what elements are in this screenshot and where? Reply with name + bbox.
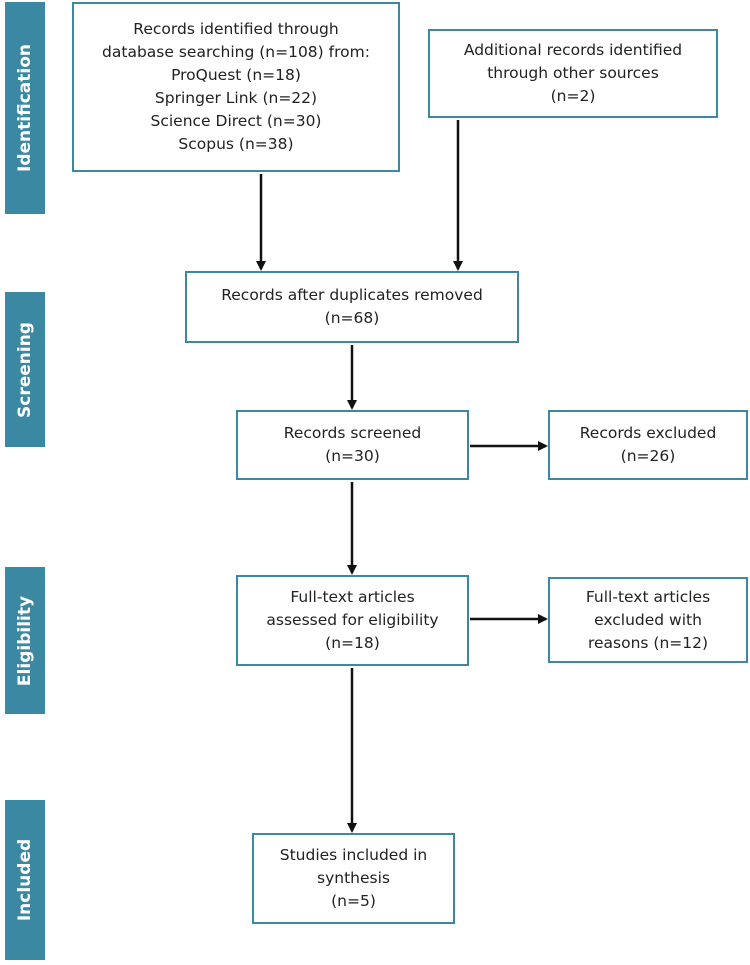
box-fulltext-excluded: Full-text articles excluded with reasons…: [548, 577, 748, 663]
box-line: Scopus (n=38): [178, 135, 294, 153]
box-studies-included: Studies included in synthesis (n=5): [252, 833, 455, 924]
box-duplicates-removed: Records after duplicates removed (n=68): [185, 271, 519, 343]
box-line: (n=68): [324, 309, 380, 327]
box-line: through other sources: [487, 64, 659, 82]
box-line: Science Direct (n=30): [150, 112, 322, 130]
box-line: Additional records identified: [463, 41, 683, 59]
box-additional-records: Additional records identified through ot…: [428, 29, 718, 118]
box-records-screened: Records screened (n=30): [236, 410, 469, 480]
phase-identification: Identification: [5, 2, 45, 214]
box-line: (n=30): [325, 447, 380, 465]
box-line: database searching (n=108) from:: [102, 43, 370, 61]
box-fulltext-assessed: Full-text articles assessed for eligibil…: [236, 575, 469, 666]
box-line: ProQuest (n=18): [171, 66, 301, 84]
box-line: reasons (n=12): [587, 633, 709, 652]
box-line: Full-text articles: [585, 587, 711, 606]
phase-eligibility: Eligibility: [5, 567, 45, 714]
box-line: Studies included in: [279, 846, 428, 864]
box-records-excluded: Records excluded (n=26): [548, 410, 748, 480]
box-line: synthesis: [317, 869, 390, 887]
box-line: Records after duplicates removed: [221, 286, 483, 304]
box-line: assessed for eligibility: [266, 611, 439, 629]
box-line: Records excluded: [579, 424, 717, 442]
box-line: Full-text articles: [290, 588, 415, 606]
box-line: (n=5): [331, 892, 376, 910]
box-line: Springer Link (n=22): [154, 89, 318, 107]
box-line: (n=2): [550, 87, 596, 105]
box-line: Records identified through: [133, 20, 339, 38]
box-line: excluded with: [594, 610, 702, 629]
phase-screening: Screening: [5, 292, 45, 447]
phase-included: Included: [5, 800, 45, 960]
box-line: (n=26): [620, 447, 676, 465]
box-database-records: Records identified through database sear…: [72, 2, 400, 172]
box-line: Records screened: [283, 424, 422, 442]
box-line: (n=18): [325, 634, 380, 652]
